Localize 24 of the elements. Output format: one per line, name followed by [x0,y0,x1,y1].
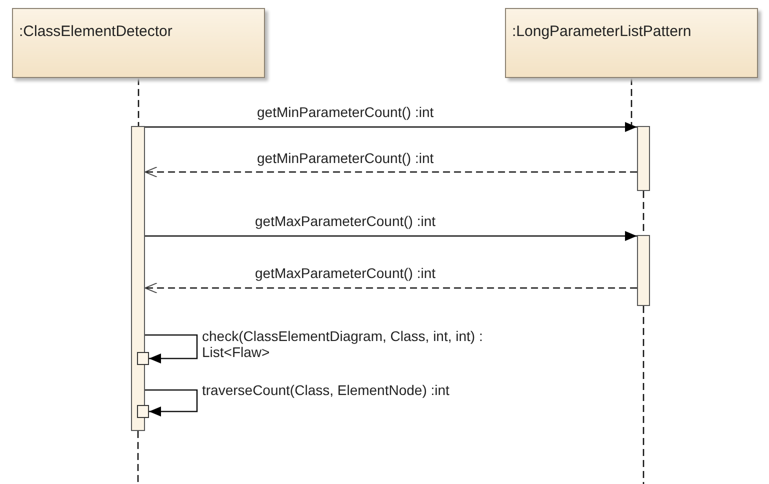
message-arrow [145,334,198,364]
message-arrow [145,122,637,132]
message-label: getMaxParameterCount() :int [253,265,438,281]
lifeline [138,78,140,126]
lifeline-header-box [505,8,758,78]
activation-box [137,405,149,418]
activation-bar [637,235,650,306]
activation-bar [637,126,650,191]
lifeline [137,431,139,484]
activation-box [137,352,149,365]
return-message-arrow [144,282,637,294]
message-label: getMinParameterCount() :int [255,104,436,120]
object-name: :LongParameterListPattern [512,23,692,40]
lifeline [630,78,632,126]
lifeline [642,306,644,484]
lifeline-header-box [12,8,265,78]
message-label: getMaxParameterCount() :int [253,213,438,229]
message-label: traverseCount(Class, ElementNode) :int [200,382,452,398]
message-arrow [145,231,637,241]
message-arrow [145,389,198,416]
return-message-arrow [144,166,637,178]
object-name: :ClassElementDetector [19,23,172,40]
activation-bar [131,126,145,431]
message-label: getMinParameterCount() :int [255,150,436,166]
